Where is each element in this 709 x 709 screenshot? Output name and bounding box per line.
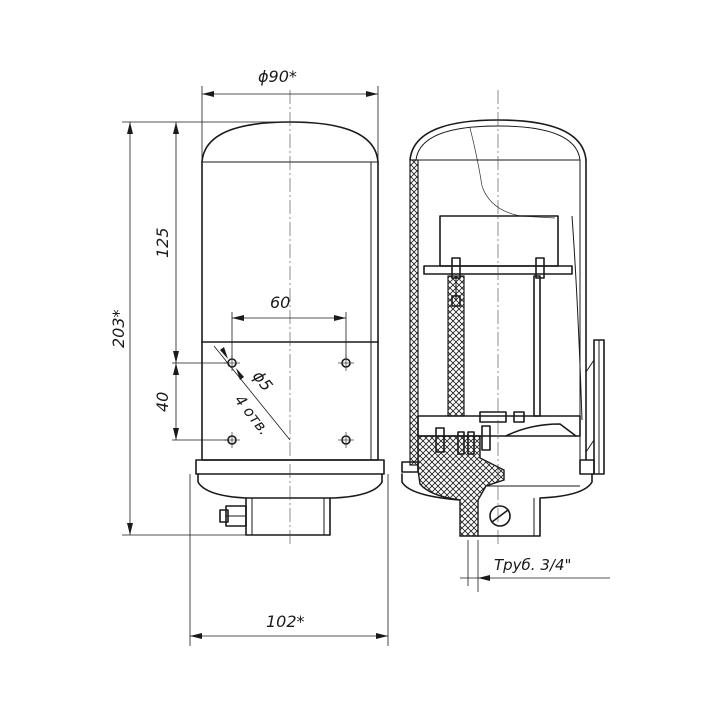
lower-plate bbox=[417, 415, 581, 437]
section-view bbox=[401, 90, 605, 545]
pipe-thread-label: Труб. 3/4" bbox=[494, 556, 571, 574]
dim-hole-spacing-vertical: 40 bbox=[153, 392, 172, 412]
side-bracket bbox=[585, 339, 605, 475]
reflector-line bbox=[571, 215, 583, 421]
side-screw bbox=[219, 505, 247, 527]
exterior-view bbox=[195, 90, 385, 545]
base-collar bbox=[195, 459, 385, 475]
section-base-bottom bbox=[401, 473, 593, 537]
neck bbox=[245, 497, 331, 536]
dim-base-width: 102* bbox=[266, 612, 305, 631]
drain-screw bbox=[489, 505, 511, 527]
glass-break-line bbox=[469, 127, 556, 219]
dim-total-height: 203* bbox=[109, 309, 128, 348]
dim-hole-diameter: ϕ5 bbox=[249, 367, 277, 395]
section-base-collar bbox=[401, 461, 419, 473]
section-wall-left bbox=[409, 159, 419, 466]
dim-hole-count: 4 отв. bbox=[231, 391, 273, 438]
lamp-contact bbox=[505, 423, 577, 437]
dimension-lines bbox=[122, 86, 389, 646]
dim-hole-spacing-horizontal: 60 bbox=[270, 293, 290, 312]
pipe-callout bbox=[460, 540, 610, 592]
dim-top-diameter: ϕ90* bbox=[258, 67, 297, 86]
dim-upper-height: 125 bbox=[153, 227, 172, 258]
support-rod bbox=[533, 275, 541, 417]
section-base-right bbox=[579, 459, 595, 475]
